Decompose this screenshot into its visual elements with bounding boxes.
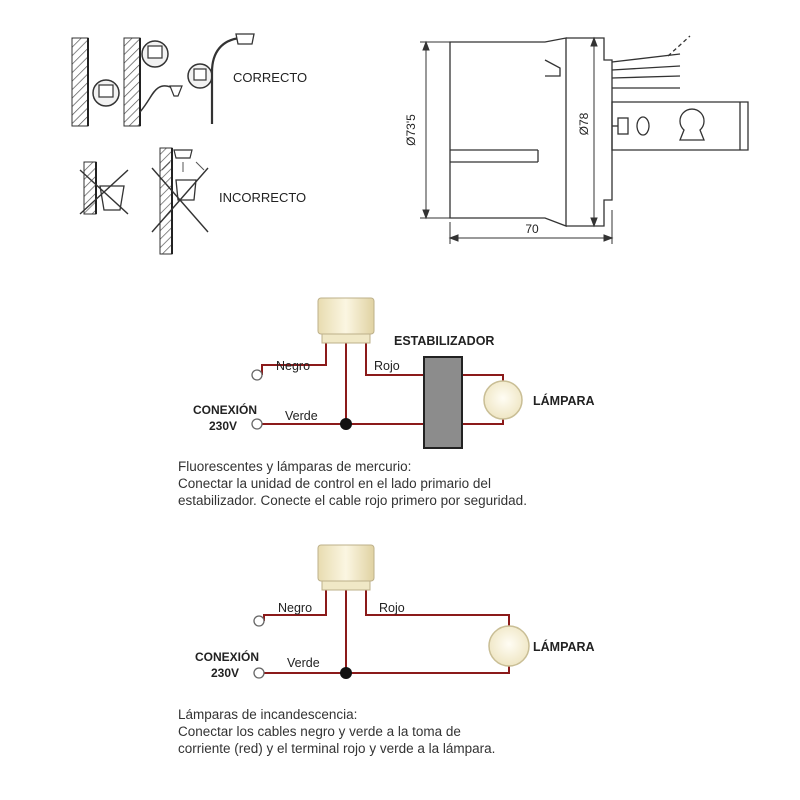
sensor-base-2: [321, 580, 371, 591]
mounting-correct-illustration: [71, 33, 255, 127]
incorrect-label: INCORRECTO: [219, 190, 306, 205]
voltage-label-1: 230V: [209, 419, 237, 433]
wire-label-verde-1: Verde: [285, 409, 318, 423]
junction-dot-2: [340, 667, 352, 679]
mounting-incorrect-illustration: [79, 147, 209, 255]
note-incandescent-line-2: Conectar los cables negro y verde a la t…: [178, 724, 461, 739]
note-fluorescent: Fluorescentes y lámparas de mercurio: Co…: [178, 458, 527, 509]
wire-label-rojo-1: Rojo: [374, 359, 400, 373]
wire-label-verde-2: Verde: [287, 656, 320, 670]
terminal-negro-1: [251, 369, 263, 381]
note-fluorescent-line-3: estabilizador. Conecte el cable rojo pri…: [178, 493, 527, 508]
wiring-diagram-incandescent: [253, 544, 530, 679]
dimension-width: 70: [525, 222, 539, 236]
note-incandescent-line-1: Lámparas de incandescencia:: [178, 707, 358, 722]
wiring-diagram-fluorescent: [251, 297, 523, 449]
connection-label-2: CONEXIÓN: [195, 649, 259, 664]
correct-label: CORRECTO: [233, 70, 307, 85]
dimension-height-outer: Ø73'5: [404, 114, 418, 146]
sensor-base-1: [321, 333, 371, 344]
lamp-1: [483, 380, 523, 420]
note-fluorescent-line-2: Conectar la unidad de control en el lado…: [178, 476, 491, 491]
dimension-height-inner: Ø78: [577, 112, 591, 135]
wire-label-negro-2: Negro: [278, 601, 312, 615]
wire-label-negro-1: Negro: [276, 359, 310, 373]
lamp-label-2: LÁMPARA: [533, 639, 595, 654]
lamp-label-1: LÁMPARA: [533, 393, 595, 408]
terminal-verde-2: [253, 667, 265, 679]
sensor-cap-2: [317, 544, 375, 582]
wire-label-rojo-2: Rojo: [379, 601, 405, 615]
stabilizer-box: [423, 356, 463, 449]
terminal-negro-2: [253, 615, 265, 627]
note-incandescent: Lámparas de incandescencia: Conectar los…: [178, 706, 495, 757]
dimension-drawing: [449, 35, 749, 227]
junction-dot-1: [340, 418, 352, 430]
sensor-cap-1: [317, 297, 375, 335]
dimension-lines: [420, 36, 614, 244]
voltage-label-2: 230V: [211, 666, 239, 680]
note-incandescent-line-3: corriente (red) y el terminal rojo y ver…: [178, 741, 496, 756]
stabilizer-label: ESTABILIZADOR: [394, 334, 494, 348]
lamp-2: [488, 625, 530, 667]
terminal-verde-1: [251, 418, 263, 430]
connection-label-1: CONEXIÓN: [193, 402, 257, 417]
note-fluorescent-line-1: Fluorescentes y lámparas de mercurio:: [178, 459, 412, 474]
